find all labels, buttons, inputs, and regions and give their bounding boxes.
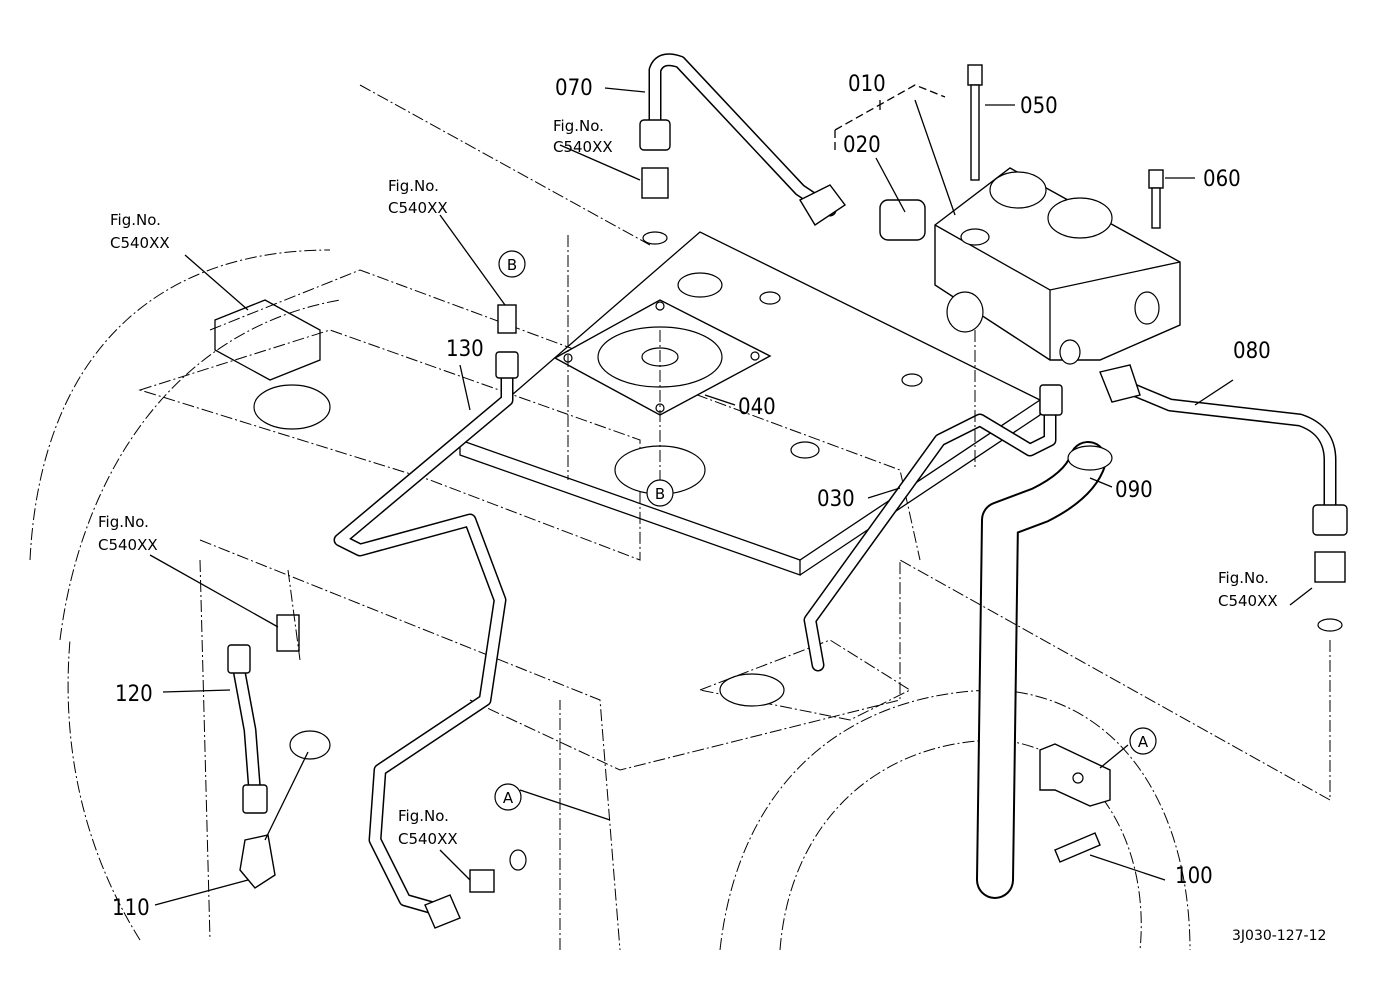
fig-ref-line1: Fig.No. — [98, 513, 149, 531]
marker-letter: A — [1138, 733, 1149, 751]
label-010: 010 — [848, 72, 886, 97]
label-120: 120 — [115, 682, 153, 707]
pipe-070 — [639, 53, 847, 245]
fig-ref-line2: C540XX — [553, 138, 613, 156]
fig-ref-line1: Fig.No. — [1218, 569, 1269, 587]
drawing-code: 3J030-127-12 — [1232, 928, 1326, 944]
bolt-060 — [1148, 169, 1164, 229]
label-100: 100 — [1175, 864, 1213, 889]
label-070: 070 — [555, 76, 593, 101]
bolt-050 — [967, 64, 983, 181]
pipe-080 — [1099, 364, 1348, 632]
pipe-090 — [976, 441, 1113, 899]
bracket — [1039, 743, 1111, 807]
fig-ref-line2: C540XX — [98, 536, 158, 554]
alignment-lines — [287, 84, 1331, 801]
label-080: 080 — [1233, 339, 1271, 364]
bolt-100 — [1054, 832, 1101, 863]
fig-ref-line2: C540XX — [388, 199, 448, 217]
fig-ref-070: Fig.No. C540XX — [553, 117, 613, 156]
fig-ref-line2: C540XX — [398, 830, 458, 848]
fig-ref-line1: Fig.No. — [553, 117, 604, 135]
label-020: 020 — [843, 133, 881, 158]
fig-ref-line1: Fig.No. — [398, 807, 449, 825]
label-090: 090 — [1115, 478, 1153, 503]
fig-ref-line2: C540XX — [110, 234, 170, 252]
fig-ref-080: Fig.No. C540XX — [1218, 569, 1278, 610]
pipe-030 — [803, 384, 1063, 672]
fig-ref-130: Fig.No. C540XX — [388, 177, 448, 217]
marker-b-lower: B — [646, 479, 674, 507]
marker-letter: A — [503, 789, 514, 807]
marker-a-left: A — [494, 783, 522, 811]
valve-block-010 — [879, 167, 1181, 365]
fig-ref-housing: Fig.No. C540XX — [110, 211, 170, 252]
fig-ref-line2: C540XX — [1218, 592, 1278, 610]
label-030: 030 — [817, 487, 855, 512]
label-050: 050 — [1020, 94, 1058, 119]
fig-ref-line1: Fig.No. — [388, 177, 439, 195]
marker-b-upper: B — [498, 250, 526, 278]
marker-letter: B — [655, 485, 665, 503]
fig-ref-130-lower: Fig.No. C540XX — [398, 807, 458, 848]
label-130: 130 — [446, 337, 484, 362]
left-flange — [214, 299, 785, 760]
marker-a-right: A — [1129, 727, 1157, 755]
pipe-130 — [333, 304, 527, 929]
fig-ref-120: Fig.No. C540XX — [98, 513, 158, 554]
label-110: 110 — [112, 896, 150, 921]
fig-ref-line1: Fig.No. — [110, 211, 161, 229]
label-060: 060 — [1203, 167, 1241, 192]
leader-lines — [149, 84, 1313, 906]
pipe-120 — [227, 614, 300, 889]
marker-letter: B — [507, 256, 517, 274]
label-040: 040 — [738, 395, 776, 420]
